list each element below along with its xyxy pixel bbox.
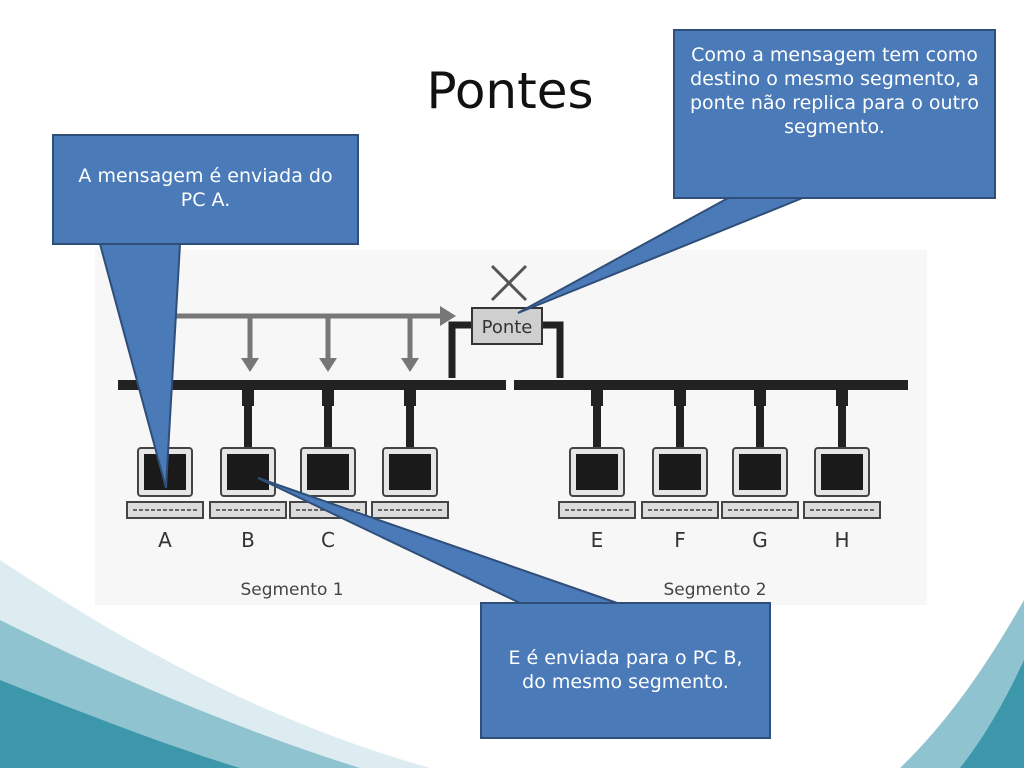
callout-sender: A mensagem é enviada do PC A.	[52, 134, 359, 245]
drop-cable	[406, 404, 414, 450]
monitor-screen	[307, 454, 349, 490]
pc-e: E	[558, 384, 636, 552]
bridge-label: Ponte	[482, 317, 533, 338]
down-arrows	[247, 316, 413, 360]
drop-cable	[593, 404, 601, 450]
pc-f: F	[641, 384, 719, 552]
monitor-screen	[821, 454, 863, 490]
monitor-screen	[659, 454, 701, 490]
pc-b: B	[209, 384, 287, 552]
bridge-reject-icon	[490, 264, 528, 302]
drop-cable	[676, 404, 684, 450]
tap-connector	[242, 384, 254, 406]
callout-receiver: E é enviada para o PC B, do mesmo segmen…	[480, 602, 771, 739]
pc-label: F	[674, 528, 686, 552]
monitor-screen	[227, 454, 269, 490]
bridge-box	[471, 307, 543, 345]
pc-label: B	[241, 528, 255, 552]
bridge-connectors	[448, 321, 564, 378]
drop-cable	[838, 404, 846, 450]
callout-bridge: Como a mensagem tem como destino o mesmo…	[673, 29, 996, 199]
pc-label: E	[591, 528, 604, 552]
monitor-screen	[389, 454, 431, 490]
flow-arrow-head	[440, 306, 456, 326]
drop-cable	[244, 404, 252, 450]
bus-segment-2	[514, 380, 908, 390]
tap-connector	[404, 384, 416, 406]
tap-connector	[591, 384, 603, 406]
pc-label: A	[158, 528, 172, 552]
segment-2-label: Segmento 2	[663, 580, 766, 600]
drop-cable	[756, 404, 764, 450]
monitor-screen	[739, 454, 781, 490]
tap-connector	[836, 384, 848, 406]
pc-label: C	[321, 528, 335, 552]
bus-segment-1	[118, 380, 506, 390]
diagram-background	[95, 250, 927, 605]
drop-cable	[324, 404, 332, 450]
tap-connector	[754, 384, 766, 406]
pc-label: H	[834, 528, 849, 552]
page-title: Pontes	[426, 62, 594, 120]
tap-connector	[322, 384, 334, 406]
pc-h: H	[803, 384, 881, 552]
tap-connector	[674, 384, 686, 406]
pc-label: G	[752, 528, 768, 552]
pc-g: G	[721, 384, 799, 552]
down-arrow-heads	[241, 358, 419, 372]
monitor-screen	[576, 454, 618, 490]
segment-1-label: Segmento 1	[240, 580, 343, 600]
